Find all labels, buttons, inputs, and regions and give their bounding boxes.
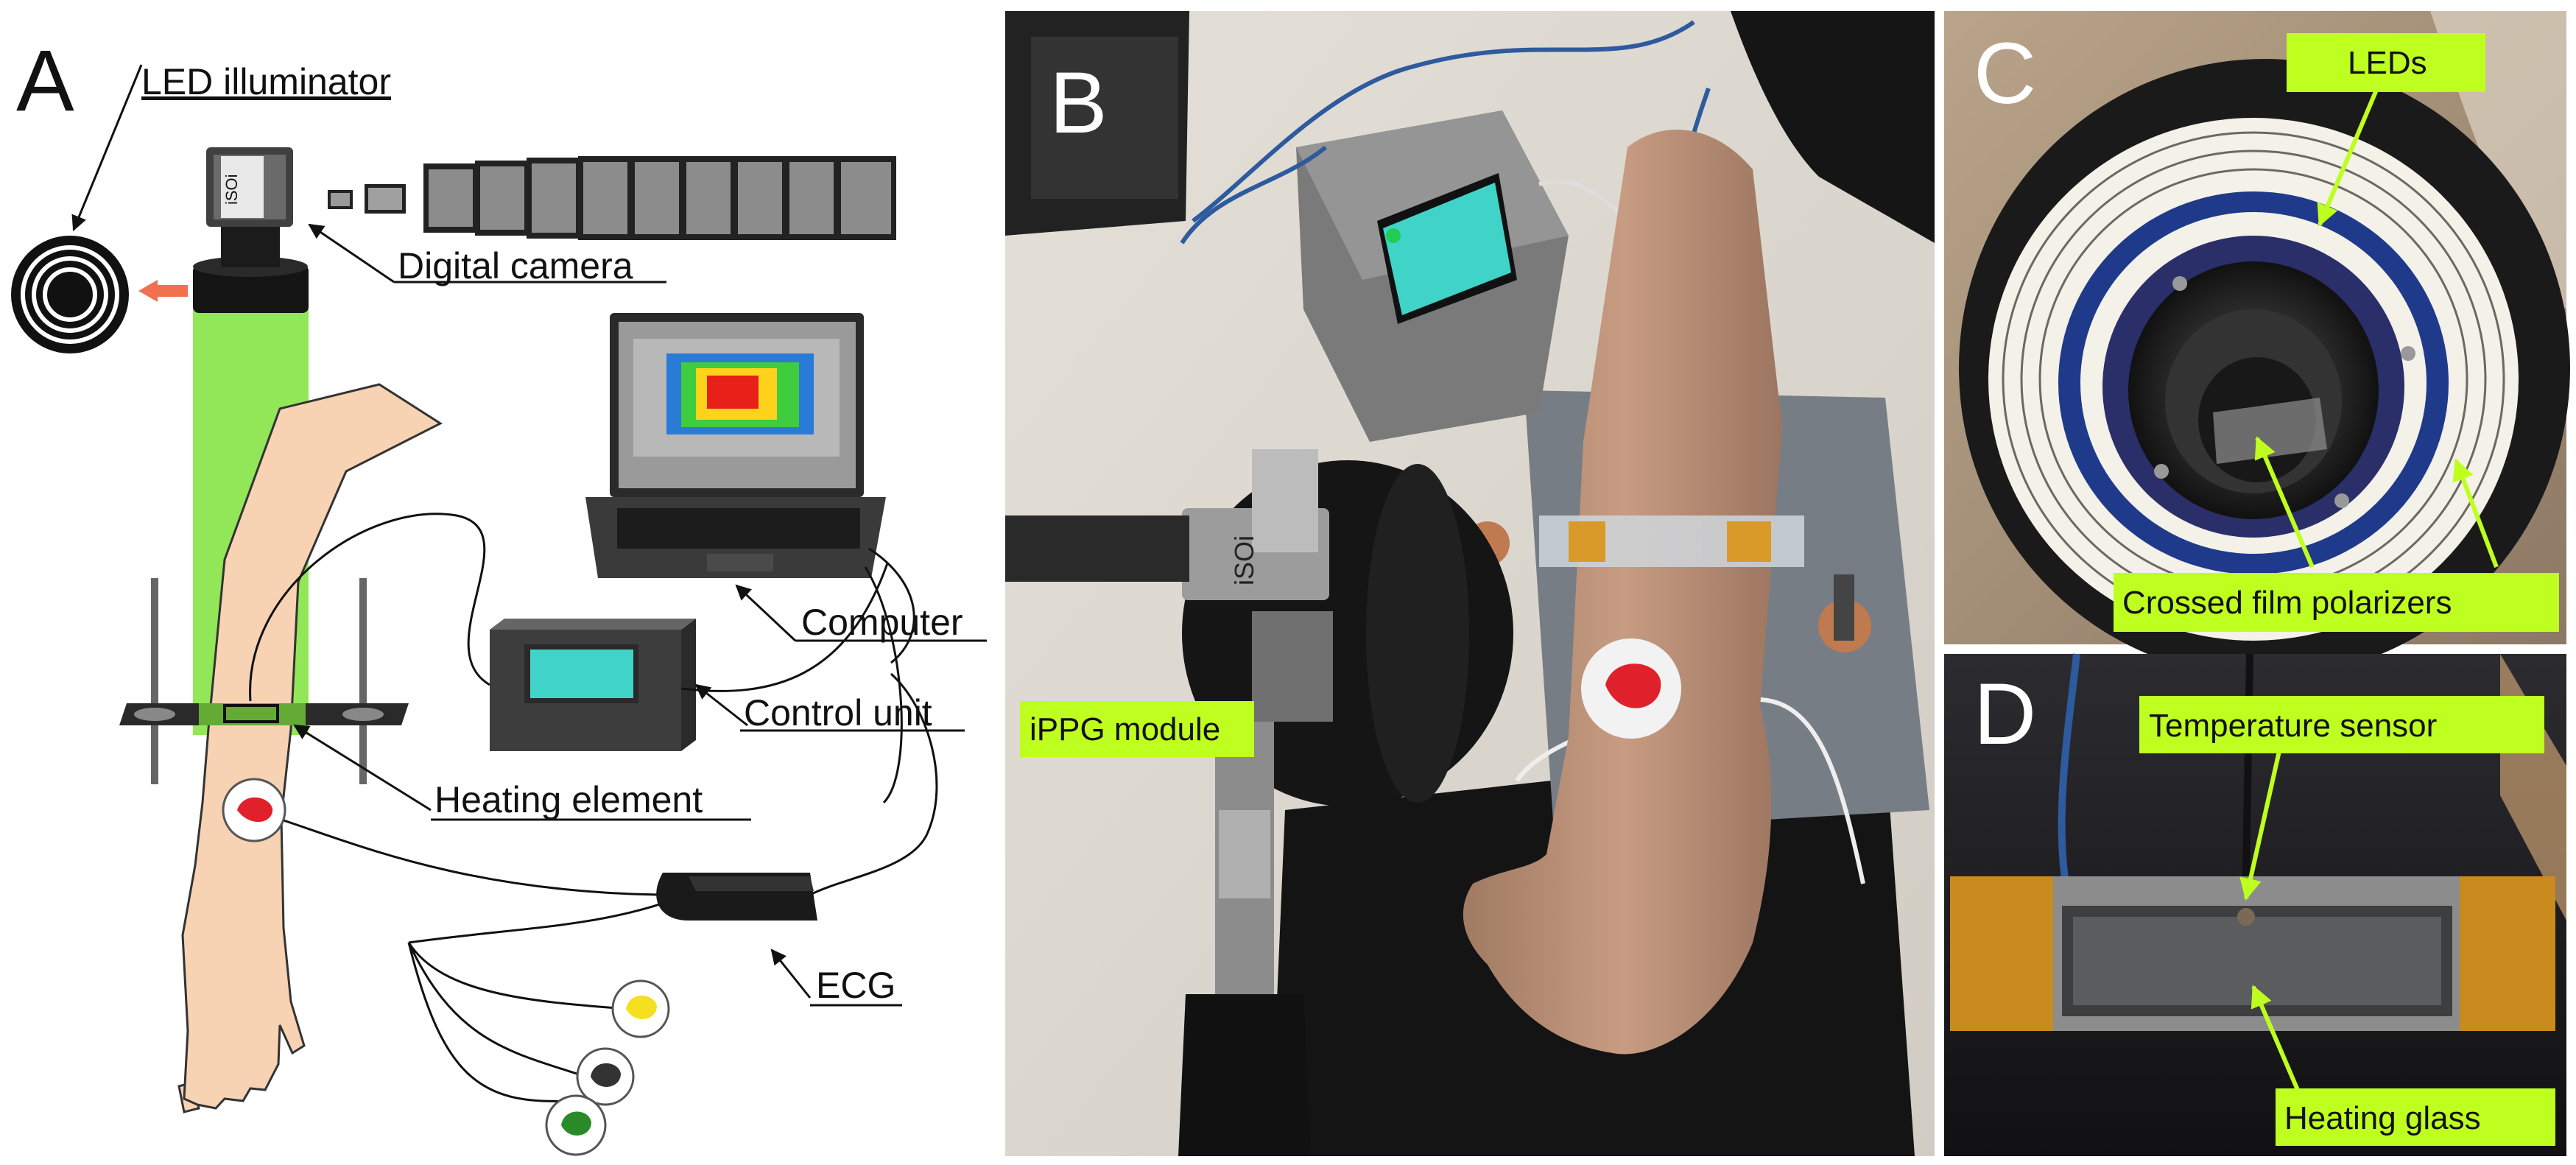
tag-crossed-polarizers	[2114, 573, 2559, 632]
polarizer-film	[2213, 398, 2327, 464]
computer-pointer	[735, 584, 797, 642]
panel-letter-c: C	[1974, 25, 2036, 122]
post-right	[1834, 574, 1854, 641]
electrode-clip	[1605, 664, 1661, 708]
camera-brand-b: iSOi	[1229, 535, 1259, 585]
tag-ippg-module	[1020, 701, 1254, 757]
heating-element-pointer	[293, 724, 432, 812]
label-ippg-module: iPPG module	[1030, 711, 1220, 747]
tag-temperature-sensor	[2139, 696, 2544, 753]
laptop	[585, 313, 886, 578]
screw-3	[2154, 464, 2169, 479]
label-crossed-polarizers: Crossed film polarizers	[2122, 585, 2452, 621]
tape-left	[1569, 521, 1605, 562]
tag-leds	[2287, 33, 2485, 92]
illumination-arrowhead-icon	[138, 280, 158, 302]
arm-photo	[1463, 130, 1782, 1055]
temperature-sensor-bead	[2237, 908, 2255, 926]
sensor-cable-black	[2242, 653, 2253, 877]
ecg-pointer	[770, 948, 812, 999]
screw-2	[2401, 346, 2415, 361]
panel-letter-d: D	[1974, 666, 2036, 763]
sleeve	[1731, 11, 1935, 243]
led-illuminator-rings	[11, 236, 129, 353]
polarizer-arrow-2	[2452, 458, 2499, 569]
polarizer-arrow-1	[2254, 436, 2315, 569]
panel-b: iSOi B iPPG module	[1005, 11, 1935, 1156]
heating-glass-arrow	[2251, 985, 2300, 1091]
label-heating-element: Heating element	[434, 779, 703, 820]
ecg-device	[656, 873, 817, 921]
laptop-keys	[1031, 37, 1178, 199]
panel-c: C LEDs Crossed film polarizers	[1944, 11, 2570, 677]
label-led-illuminator: LED illuminator	[141, 61, 391, 102]
control-box-photo	[1296, 110, 1569, 442]
tape-right	[1727, 521, 1771, 562]
label-computer: Computer	[801, 602, 963, 643]
panel-letter-b: B	[1049, 54, 1108, 152]
label-ecg: ECG	[816, 965, 895, 1006]
label-digital-camera: Digital camera	[398, 245, 633, 286]
sensor-cable-blue	[2058, 653, 2080, 884]
leds-arrow	[2317, 83, 2381, 227]
tag-heating-glass	[2276, 1088, 2555, 1146]
screw-1	[2172, 276, 2187, 291]
panel-letter-a: A	[16, 32, 74, 130]
camera-frame-stack	[328, 156, 896, 240]
digital-camera-pointer	[308, 223, 395, 284]
led-illuminator-pointer	[71, 64, 143, 231]
panel-d: D Temperature sensor Heating glass	[1944, 653, 2566, 1156]
ippg-module-photo: iSOi	[1005, 449, 1513, 1156]
label-heating-glass: Heating glass	[2284, 1100, 2481, 1136]
label-control-unit: Control unit	[744, 692, 932, 733]
control-unit	[490, 619, 696, 751]
heating-element-outline	[223, 704, 279, 723]
screw-4	[2334, 493, 2349, 508]
camera-assembly: iSOi	[193, 147, 309, 313]
panel-a: A LED illuminator iSOi	[11, 32, 987, 1156]
kapton-tape-right	[2460, 876, 2555, 1031]
kapton-tape-left	[1950, 876, 2053, 1031]
ecg-electrodes	[222, 778, 670, 1156]
camera-brand-a: iSOi	[222, 174, 241, 205]
label-temperature-sensor: Temperature sensor	[2149, 708, 2437, 744]
label-leds: LEDs	[2348, 45, 2427, 81]
temperature-sensor-arrow	[2239, 750, 2281, 901]
cables-a	[249, 513, 938, 1102]
arm-illustration	[181, 383, 443, 1110]
